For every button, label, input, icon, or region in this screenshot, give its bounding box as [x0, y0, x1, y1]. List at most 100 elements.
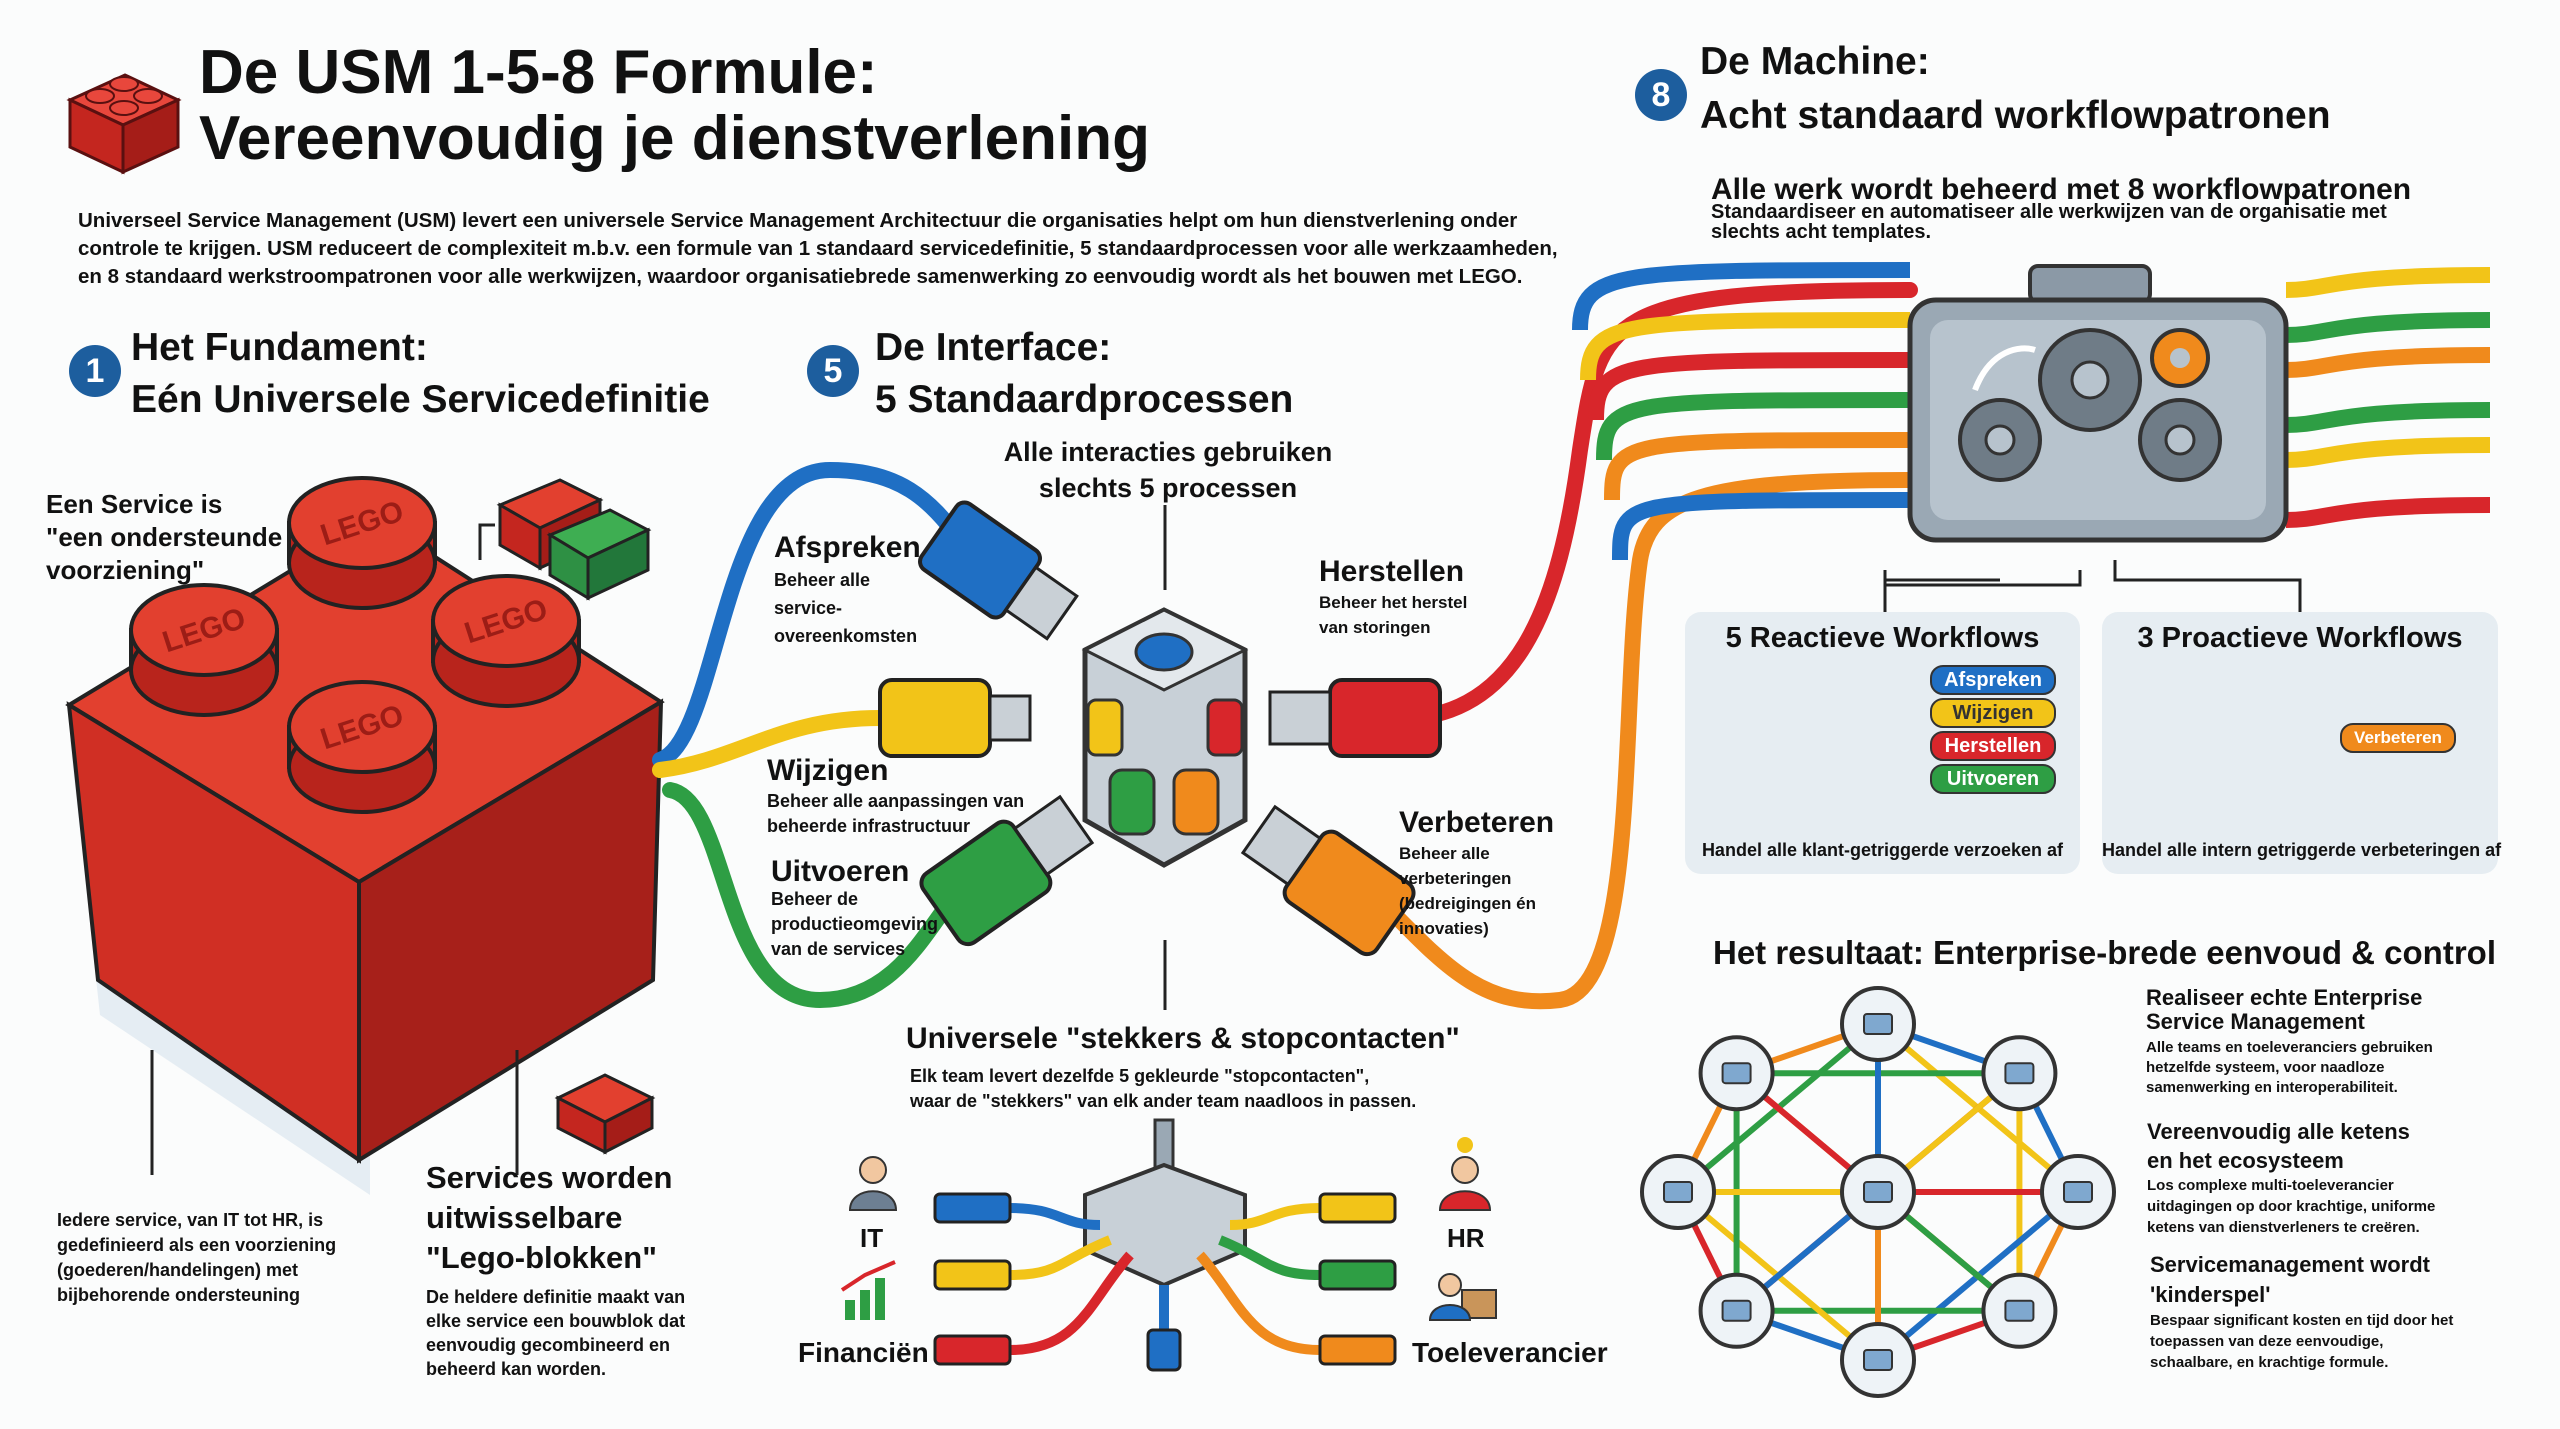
small-lego-bricks-top	[478, 478, 652, 601]
point-title: Realiseer echte Enterprise	[2146, 985, 2423, 1010]
iedere-service-text: Iedere service, van IT tot HR, is gedefi…	[57, 1208, 336, 1308]
workflow-pill-herstellen: Herstellen	[1930, 731, 2056, 761]
process-name: Herstellen	[1319, 555, 1465, 588]
point-text: uitdagingen op door krachtige, uniforme	[2147, 1198, 2436, 1215]
machine-title-line1: De Machine:	[1700, 40, 1930, 83]
ecosystem-network	[1640, 986, 2116, 1398]
point-text: ketens van dienstverleners te creëren.	[2147, 1219, 2420, 1236]
process-wijzigen: Wijzigen Beheer alle aanpassingen van be…	[767, 753, 1024, 839]
process-desc: (bedreigingen én	[1399, 894, 1536, 913]
process-desc: van de services	[771, 939, 906, 959]
reactive-title: 5 Reactieve Workflows	[1725, 622, 2040, 654]
result-point-2: Vereenvoudig alle ketens en het ecosyste…	[2147, 1117, 2435, 1238]
text-line: gedefinieerd als een voorziening	[57, 1235, 337, 1255]
workflow-pill-afspreken: Afspreken	[1930, 665, 2056, 695]
machine-subtitle: Alle werk wordt beheerd met 8 workflowpa…	[1711, 173, 2412, 206]
cable-afspreken	[652, 461, 968, 768]
lego-blokken-text: De heldere definitie maakt van elke serv…	[426, 1285, 685, 1381]
point-title: Servicemanagement wordt	[2150, 1252, 2430, 1277]
lego-logo-icon	[66, 73, 182, 175]
team-toeleverancier-label: Toeleverancier	[1412, 1337, 1608, 1368]
plug-wijzigen	[878, 678, 1032, 758]
process-herstellen: Herstellen Beheer het herstel van storin…	[1319, 554, 1467, 640]
text-line: Alle interacties gebruiken	[1003, 437, 1333, 467]
point-text: schaalbare, en krachtige formule.	[2150, 1354, 2389, 1371]
process-afspreken: Afspreken Beheer alle service- overeenko…	[774, 530, 921, 650]
plug-afspreken	[918, 500, 1079, 641]
process-desc: Beheer het herstel	[1319, 593, 1468, 612]
text-line: slechts 5 processen	[1038, 473, 1298, 503]
team-hr-icon	[1438, 1137, 1492, 1211]
cable-wijzigen	[652, 710, 888, 778]
network-node-icon	[1840, 1154, 1916, 1230]
process-name: Uitvoeren	[771, 855, 910, 888]
team-financien-icon	[840, 1260, 896, 1320]
page-title-line1: De USM 1-5-8 Formule:	[199, 38, 878, 107]
gear-icon	[1958, 398, 2042, 482]
process-name: Verbeteren	[1399, 806, 1555, 839]
process-desc: overeenkomsten	[774, 626, 918, 646]
quote-line: "een ondersteunde	[46, 522, 283, 552]
process-desc: van storingen	[1319, 618, 1431, 637]
process-verbeteren: Verbeteren Beheer alle verbeteringen (be…	[1399, 805, 1554, 941]
fundament-title-line1: Het Fundament:	[131, 326, 428, 369]
workflow-pill-verbeteren: Verbeteren	[2340, 723, 2456, 753]
pipe-right-red	[2285, 497, 2491, 528]
team-toeleverancier-icon	[1428, 1273, 1497, 1321]
process-desc: innovaties)	[1399, 919, 1489, 938]
cable-uitvoeren	[662, 782, 968, 1009]
text-line: Elk team levert dezelfde 5 gekleurde "st…	[910, 1066, 1370, 1086]
proactive-title: 3 Proactieve Workflows	[2137, 622, 2463, 654]
interface-title-line1: De Interface:	[875, 326, 1112, 369]
pipe-right-green	[2285, 402, 2491, 433]
text-line: elke service een bouwblok dat	[426, 1311, 686, 1331]
process-uitvoeren: Uitvoeren Beheer de productieomgeving va…	[771, 857, 938, 962]
pipe-right-yellow	[2285, 267, 2491, 298]
network-node-icon	[1640, 1154, 1716, 1230]
process-desc: Beheer alle	[774, 570, 871, 590]
page-title-line2: Vereenvoudig je dienstverlening	[199, 104, 1150, 173]
team-it-icon	[848, 1156, 898, 1211]
section-badge-8: 8	[1635, 69, 1687, 121]
intro-line: en 8 standaard werkstroompatronen voor a…	[78, 265, 1523, 288]
process-desc: Beheer alle aanpassingen van	[767, 791, 1025, 811]
team-connection-hub	[933, 1118, 1397, 1372]
network-node-icon	[1840, 1322, 1916, 1398]
leader-lines	[150, 505, 2302, 1175]
universal-plugs-title: Universele "stekkers & stopcontacten"	[906, 1022, 1460, 1055]
machine-subtext: Standaardiseer en automatiseer alle werk…	[1711, 202, 2387, 242]
network-node-icon	[1698, 1272, 1775, 1349]
team-hr-label: HR	[1447, 1223, 1485, 1253]
network-node-icon	[1840, 986, 1916, 1062]
proactive-caption: Handel alle intern getriggerde verbeteri…	[2102, 840, 2502, 860]
text-line: eenvoudig gecombineerd en	[426, 1335, 671, 1355]
universal-plugs-text: Elk team levert dezelfde 5 gekleurde "st…	[910, 1064, 1416, 1114]
result-point-3: Servicemanagement wordt 'kinderspel' Bes…	[2150, 1250, 2453, 1373]
network-node-icon	[2040, 1154, 2116, 1230]
quote-line: Een Service is	[46, 489, 223, 519]
machine-pipes	[1572, 262, 2491, 561]
result-point-1: Realiseer echte Enterprise Service Manag…	[2146, 986, 2433, 1098]
reactive-caption: Handel alle klant-getriggerde verzoeken …	[1701, 840, 2064, 860]
cable-herstellen	[1372, 282, 1918, 727]
point-title: Vereenvoudig alle ketens	[2147, 1119, 2410, 1144]
point-text: samenwerking en interoperabiliteit.	[2146, 1079, 2398, 1096]
small-lego-brick-bottom	[554, 1073, 656, 1155]
process-desc: service-	[774, 598, 843, 618]
process-desc: beheerde infrastructuur	[767, 816, 971, 836]
service-definition-quote: Een Service is "een ondersteunde voorzie…	[46, 488, 282, 587]
pipe-left-yellow	[1580, 312, 1911, 381]
interactions-callout: Alle interacties gebruiken slechts 5 pro…	[1004, 434, 1333, 506]
point-title: en het ecosysteem	[2147, 1148, 2344, 1173]
pipe-left-blue	[1572, 262, 1911, 331]
pipe-right-yellow	[2285, 437, 2491, 468]
pipe-left-blue	[1612, 492, 1911, 561]
point-text: Los complexe multi-toeleverancier	[2147, 1177, 2394, 1194]
text-line: Services worden	[426, 1160, 673, 1195]
text-line: "Lego-blokken"	[426, 1240, 657, 1275]
section-badge-5: 5	[807, 345, 859, 397]
workflow-pill-uitvoeren: Uitvoeren	[1930, 764, 2056, 794]
process-name: Wijzigen	[767, 754, 889, 787]
point-text: Bespaar significant kosten en tijd door …	[2150, 1312, 2454, 1329]
